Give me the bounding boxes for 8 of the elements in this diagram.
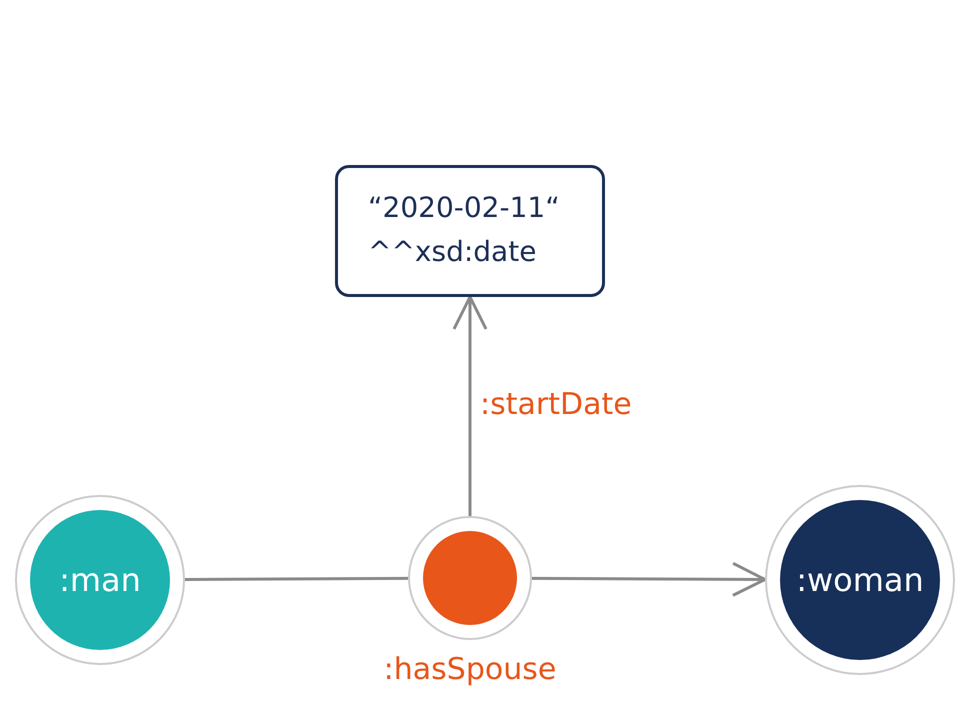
arrow: [452, 296, 488, 516]
arrow: [532, 562, 766, 597]
property-label: :hasSpouse: [382, 652, 558, 687]
node-label: :woman: [796, 561, 924, 599]
literal-box: [335, 165, 605, 297]
literal-text: “2020-02-11“: [368, 190, 561, 226]
literal-text: ^^xsd:date: [368, 234, 538, 270]
node-label: :man: [59, 561, 141, 599]
